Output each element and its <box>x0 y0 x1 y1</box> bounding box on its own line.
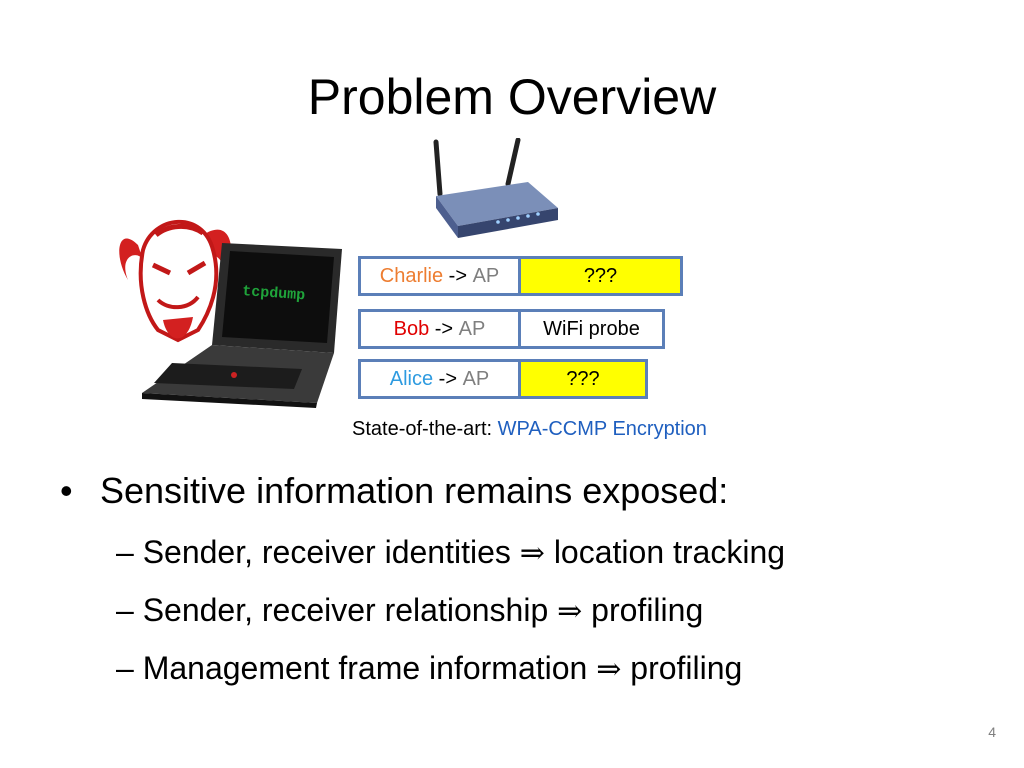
sub-bullet-tail: location tracking <box>544 534 786 570</box>
frame-receiver: AP <box>472 264 500 287</box>
implies-arrow-icon: ⇒ <box>596 652 622 687</box>
implies-arrow-icon: ⇒ <box>557 594 583 629</box>
frame-header: Charlie -> AP <box>358 256 518 296</box>
laptop-screen-text: tcpdump <box>242 283 306 304</box>
frame-row: Charlie -> AP ??? <box>358 256 683 296</box>
frame-header: Alice -> AP <box>358 359 518 399</box>
sub-bullet: – Sender, receiver relationship ⇒ profil… <box>116 592 703 629</box>
frame-receiver: AP <box>458 317 486 340</box>
sub-bullet: – Management frame information ⇒ profili… <box>116 650 742 687</box>
sub-bullet-lead: – Sender, receiver identities <box>116 534 520 570</box>
frame-payload: ??? <box>518 359 648 399</box>
page-number: 4 <box>988 724 996 740</box>
slide-title: Problem Overview <box>307 69 717 125</box>
sub-bullet-tail: profiling <box>582 592 704 628</box>
wireless-router-icon <box>433 138 558 238</box>
frame-row: Alice -> AP ??? <box>358 359 648 399</box>
sub-bullet: – Sender, receiver identities ⇒ location… <box>116 534 785 571</box>
sub-bullet-lead: – Management frame information <box>116 650 597 686</box>
frame-payload: WiFi probe <box>518 309 665 349</box>
frame-receiver: AP <box>462 367 490 390</box>
frame-payload: ??? <box>518 256 683 296</box>
frame-arrow: -> <box>429 317 459 340</box>
implies-arrow-icon: ⇒ <box>519 536 545 571</box>
frame-arrow: -> <box>443 264 473 287</box>
frame-sender: Bob <box>393 317 430 340</box>
bullet-main-text: Sensitive information remains exposed: <box>100 470 729 511</box>
sub-bullet-tail: profiling <box>621 650 743 686</box>
frame-sender: Alice <box>389 367 434 390</box>
sub-bullet-lead: – Sender, receiver relationship <box>116 592 558 628</box>
frame-arrow: -> <box>433 367 463 390</box>
caption-highlight: WPA-CCMP Encryption <box>497 418 707 440</box>
caption-prefix: State-of-the-art: <box>352 418 498 440</box>
encryption-caption: State-of-the-art: WPA-CCMP Encryption <box>352 418 707 441</box>
bullet-main: • Sensitive information remains exposed: <box>60 470 728 512</box>
laptop-icon: tcpdump <box>142 243 342 408</box>
frame-sender: Charlie <box>379 264 444 287</box>
frame-header: Bob -> AP <box>358 309 518 349</box>
frame-row: Bob -> AP WiFi probe <box>358 309 665 349</box>
bullet-dot-icon: • <box>60 470 73 511</box>
